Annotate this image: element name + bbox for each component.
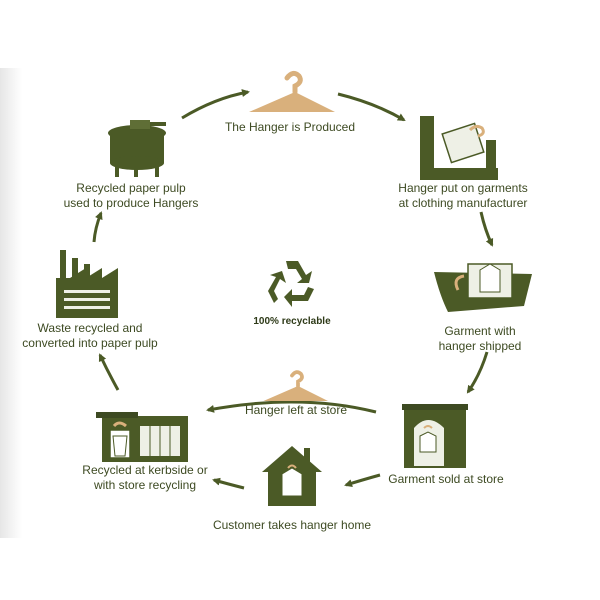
kerbside-recycling-icon <box>96 412 188 462</box>
step-label-kerbside-line2: with store recycling <box>93 478 197 492</box>
garment-station-icon <box>420 116 498 180</box>
step-label-garments-line1: Hanger put on garments <box>398 181 528 195</box>
step-label-kerbside: Recycled at kerbside or with store recyc… <box>70 463 220 493</box>
step-label-garments-line2: at clothing manufacturer <box>398 196 528 210</box>
pulp-vat-icon <box>108 120 166 177</box>
ship-icon <box>434 263 532 312</box>
step-label-kerbside-line1: Recycled at kerbside or <box>82 463 208 477</box>
step-label-shipped: Garment with hanger shipped <box>420 324 540 354</box>
arrow-waste-to-pulp <box>92 211 103 243</box>
arrow-garments-to-shipped <box>479 211 494 247</box>
hanger-icon <box>249 73 335 112</box>
arrow-sold-to-home <box>344 473 381 488</box>
step-label-garments: Hanger put on garments at clothing manuf… <box>388 181 538 211</box>
page-edge-shadow <box>0 68 22 538</box>
arrow-pulp-to-produced <box>181 89 250 120</box>
step-label-produced: The Hanger is Produced <box>224 120 356 134</box>
center-recyclable-label: 100% recyclable <box>253 316 331 327</box>
branch-label-left-at-store: Hanger left at store <box>244 403 348 417</box>
store-icon <box>402 404 468 468</box>
step-label-waste-line1: Waste recycled and <box>37 321 143 335</box>
step-label-sold: Garment sold at store <box>388 472 504 486</box>
step-label-shipped-line2: hanger shipped <box>438 339 522 353</box>
step-label-pulp: Recycled paper pulp used to produce Hang… <box>56 181 206 211</box>
step-label-home: Customer takes hanger home <box>212 518 372 532</box>
arrow-home-to-kerbside <box>212 477 245 490</box>
arrow-produced-to-garments <box>337 92 406 122</box>
arrow-store-to-kerbside <box>206 400 377 414</box>
step-label-pulp-line2: used to produce Hangers <box>63 196 199 210</box>
step-label-waste: Waste recycled and converted into paper … <box>12 321 168 351</box>
house-icon <box>262 446 322 506</box>
factory-icon <box>56 250 118 318</box>
step-label-waste-line2: converted into paper pulp <box>22 336 158 350</box>
step-label-shipped-line1: Garment with <box>444 324 516 338</box>
recycle-icon <box>268 261 314 307</box>
arrow-kerbside-to-waste <box>98 353 120 391</box>
arrow-shipped-to-sold <box>466 351 489 394</box>
store-hanger-icon <box>261 370 330 403</box>
step-label-pulp-line1: Recycled paper pulp <box>76 181 186 195</box>
